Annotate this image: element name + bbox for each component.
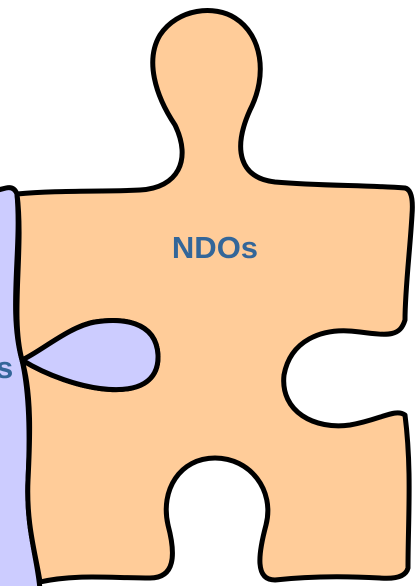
left-piece-label-fragment: s — [0, 350, 13, 385]
main-puzzle-piece — [17, 11, 412, 582]
main-piece-label: NDOs — [172, 230, 258, 265]
